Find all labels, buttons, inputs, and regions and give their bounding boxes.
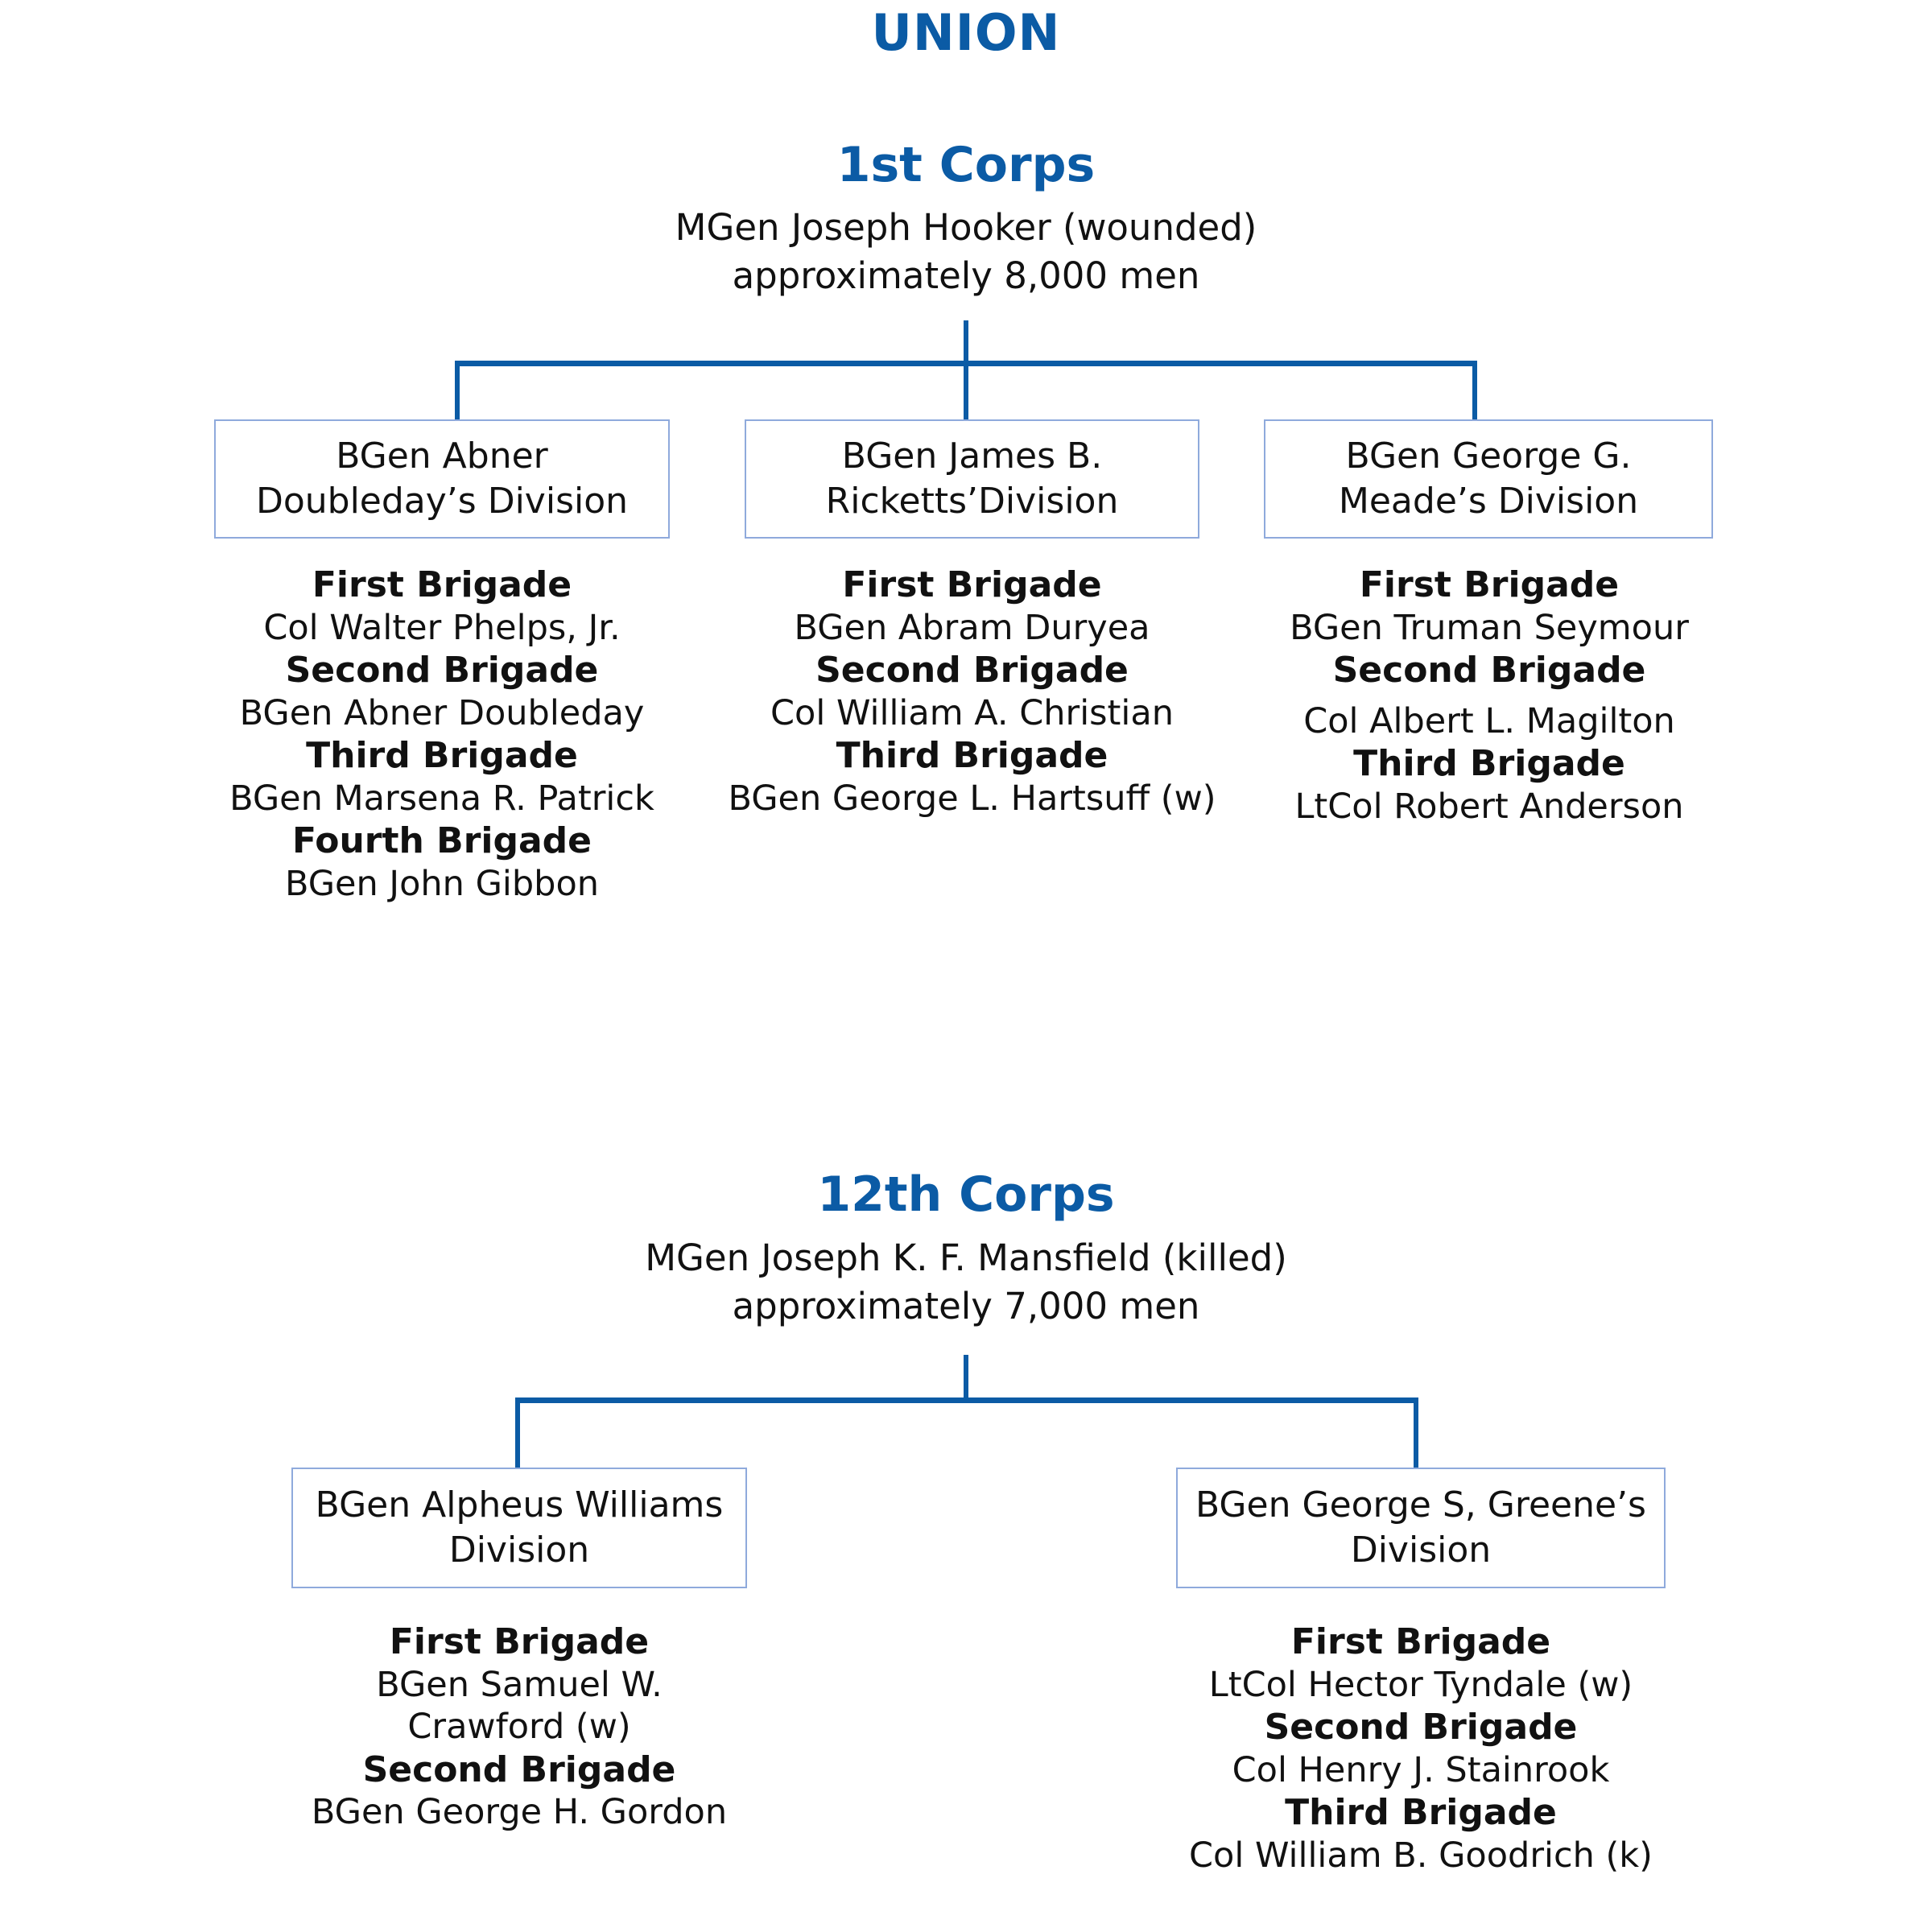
brigade-commander: LtCol Hector Tyndale (w) — [1208, 1664, 1633, 1705]
brigade-commander: Col William B. Goodrich (k) — [1189, 1835, 1653, 1876]
brigade-name: First Brigade — [842, 564, 1102, 605]
corps-strength-1st: approximately 8,000 men — [732, 254, 1200, 297]
brigade-name: First Brigade — [1359, 564, 1620, 605]
brigade-commander-cont: Crawford (w) — [407, 1707, 631, 1748]
corps-commander-12th: MGen Joseph K. F. Mansfield (killed) — [645, 1236, 1287, 1279]
brigade-name: Third Brigade — [1353, 743, 1625, 785]
brigade-commander: BGen George L. Hartsuff (w) — [728, 778, 1216, 819]
connector-trunk-1st — [964, 320, 968, 365]
division-box-meade[interactable]: BGen George G. Meade’s Division — [1264, 419, 1713, 539]
division-box-line2: Division — [1350, 1530, 1492, 1571]
brigade-list-williams: First Brigade BGen Samuel W. Crawford (w… — [278, 1620, 761, 1834]
division-box-line1: BGen Alpheus Williams — [315, 1484, 724, 1525]
brigade-list-greene: First Brigade LtCol Hector Tyndale (w) S… — [1159, 1620, 1682, 1876]
connector-drop-1st-middle — [964, 361, 968, 422]
brigade-name: Second Brigade — [815, 650, 1129, 692]
brigade-name: First Brigade — [1290, 1621, 1551, 1662]
division-box-line2: Meade’s Division — [1338, 481, 1639, 522]
division-box-line2: Ricketts’Division — [825, 481, 1119, 522]
connector-bar-12th — [515, 1397, 1418, 1403]
brigade-name: Second Brigade — [1332, 650, 1646, 692]
corps-commander-1st: MGen Joseph Hooker (wounded) — [675, 206, 1257, 249]
brigade-name: Second Brigade — [285, 650, 599, 692]
brigade-commander: Col William A. Christian — [770, 692, 1174, 733]
brigade-name: First Brigade — [389, 1621, 650, 1662]
brigade-name: Second Brigade — [362, 1748, 676, 1790]
corps-title-1st: 1st Corps — [836, 137, 1096, 193]
brigade-name: Second Brigade — [1264, 1707, 1578, 1748]
division-box-greene[interactable]: BGen George S, Greene’s Division — [1176, 1468, 1666, 1588]
brigade-commander: BGen George H. Gordon — [311, 1792, 728, 1833]
connector-drop-1st-left — [455, 361, 460, 422]
division-box-line2: Doubleday’s Division — [255, 481, 629, 522]
division-box-line1: BGen James B. — [841, 435, 1103, 477]
brigade-name: First Brigade — [312, 564, 572, 605]
division-box-doubleday[interactable]: BGen Abner Doubleday’s Division — [214, 419, 670, 539]
brigade-commander: BGen Abram Duryea — [794, 607, 1150, 648]
connector-drop-1st-right — [1472, 361, 1477, 422]
brigade-commander: LtCol Robert Anderson — [1294, 786, 1684, 827]
brigade-commander: Col Albert L. Magilton — [1303, 700, 1675, 741]
brigade-commander: Col Walter Phelps, Jr. — [263, 607, 621, 648]
brigade-list-meade: First Brigade BGen Truman Seymour Second… — [1244, 564, 1735, 828]
division-box-line1: BGen Abner — [336, 435, 548, 477]
brigade-commander: BGen Truman Seymour — [1290, 607, 1689, 648]
division-box-line1: BGen George S, Greene’s — [1195, 1484, 1646, 1525]
corps-title-12th: 12th Corps — [817, 1166, 1115, 1223]
brigade-name: Third Brigade — [836, 735, 1108, 777]
corps-strength-12th: approximately 7,000 men — [732, 1285, 1200, 1327]
brigade-list-doubleday: First Brigade Col Walter Phelps, Jr. Sec… — [198, 564, 686, 906]
brigade-commander: Col Henry J. Stainrook — [1232, 1749, 1610, 1790]
division-box-line1: BGen George G. — [1345, 435, 1632, 477]
division-box-line2: Division — [448, 1530, 590, 1571]
brigade-commander: BGen Marsena R. Patrick — [229, 778, 654, 819]
brigade-name: Third Brigade — [306, 735, 578, 777]
brigade-name: Fourth Brigade — [291, 820, 592, 862]
connector-trunk-12th — [964, 1355, 968, 1402]
brigade-commander: BGen John Gibbon — [284, 864, 600, 905]
division-box-ricketts[interactable]: BGen James B. Ricketts’Division — [745, 419, 1199, 539]
connector-drop-12th-left — [515, 1397, 520, 1470]
connector-drop-12th-right — [1414, 1397, 1418, 1470]
brigade-commander: BGen Abner Doubleday — [239, 692, 645, 733]
division-box-williams[interactable]: BGen Alpheus Williams Division — [291, 1468, 747, 1588]
brigade-name: Third Brigade — [1285, 1792, 1557, 1834]
page-title: UNION — [871, 3, 1061, 62]
brigade-commander: BGen Samuel W. — [376, 1664, 663, 1705]
brigade-list-ricketts: First Brigade BGen Abram Duryea Second B… — [712, 564, 1232, 820]
